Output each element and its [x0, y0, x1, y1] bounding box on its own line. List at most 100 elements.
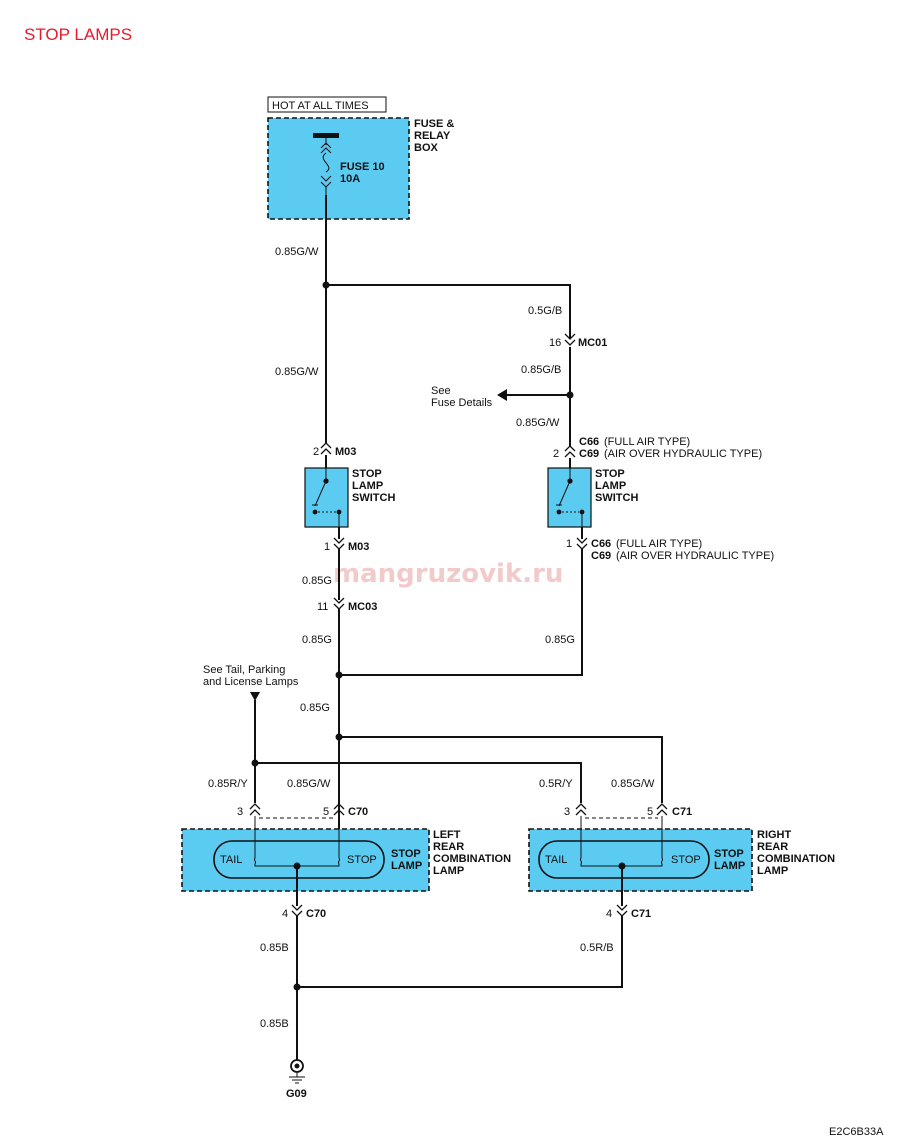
wire-label-w4: 0.85G/B	[521, 364, 561, 376]
left-stop-lamp-2: LAMP	[391, 860, 422, 872]
wire-label-w2: 0.85G/W	[275, 366, 319, 378]
fuse-box-name-3: BOX	[414, 142, 439, 154]
wire-label-w16: 0.85B	[260, 1018, 289, 1030]
left-lamp-bulb	[213, 840, 385, 879]
wire-stop-right	[339, 736, 663, 803]
wire-label-w9: 0.85G	[300, 702, 330, 714]
right-lamp-name-4: LAMP	[757, 865, 788, 877]
splice-top	[322, 281, 330, 289]
mc03-pin: 11	[317, 601, 328, 613]
left-lamp-name-2: REAR	[433, 841, 464, 853]
left-lamp-stop: STOP	[347, 854, 377, 866]
c71-pin-a: 3	[564, 806, 570, 818]
right-stop-lamp-2: LAMP	[714, 860, 745, 872]
wire-branch-right	[326, 284, 571, 338]
connector-c71-bottom	[616, 904, 628, 917]
c70-top-name: C70	[348, 806, 368, 818]
c71-pin-b: 5	[647, 806, 653, 818]
splice-ground	[293, 983, 301, 991]
right-lamp-stop: STOP	[671, 854, 701, 866]
switch-right-label-2: LAMP	[595, 480, 626, 492]
connector-m03-bottom	[333, 537, 345, 550]
left-lamp-tail: TAIL	[220, 854, 242, 866]
c71-bottom-pin: 4	[606, 908, 612, 920]
switch-right-label-1: STOP	[595, 468, 625, 480]
right-lamp-name-3: COMBINATION	[757, 853, 835, 865]
left-stop-lamp-1: STOP	[391, 848, 421, 860]
fuse-rating: 10A	[340, 173, 360, 185]
watermark: mangruzovik.ru	[333, 559, 563, 589]
c69-bottom-desc: (AIR OVER HYDRAULIC TYPE)	[616, 550, 774, 562]
left-lamp-name-1: LEFT	[433, 829, 461, 841]
m03-top-pin: 2	[313, 446, 319, 458]
c69-top-name: C69	[579, 448, 599, 460]
connector-c71-pin5	[656, 803, 668, 816]
c69-bottom-name: C69	[591, 550, 611, 562]
mc01-pin: 16	[549, 337, 561, 349]
connector-c66-top	[564, 445, 576, 458]
c70-bottom-pin: 4	[282, 908, 288, 920]
switch-left-label-1: STOP	[352, 468, 382, 480]
wire-right-return	[339, 549, 583, 676]
splice-fuse-details	[566, 391, 574, 399]
ground-icon	[289, 1072, 305, 1084]
stop-lamp-switch-right	[547, 467, 592, 528]
wire-label-w5: 0.85G/W	[516, 417, 560, 429]
splice-stop	[335, 733, 343, 741]
fuse-box-name-2: RELAY	[414, 130, 451, 142]
connector-c70-bottom	[291, 904, 303, 917]
left-lamp-name-4: LAMP	[433, 865, 464, 877]
mc01-name: MC01	[578, 337, 607, 349]
wire-label-w12: 0.5R/Y	[539, 778, 573, 790]
note-tail-lamps-1: See Tail, Parking	[203, 664, 285, 676]
switch-left-label-2: LAMP	[352, 480, 383, 492]
wire-label-w10: 0.85R/Y	[208, 778, 248, 790]
power-source-box	[267, 96, 387, 113]
fuse-symbol	[320, 138, 332, 195]
c70-pin-b: 5	[323, 806, 329, 818]
c71-bottom-name: C71	[631, 908, 651, 920]
wire-label-w11: 0.85G/W	[287, 778, 331, 790]
connector-c66-bottom	[576, 537, 588, 550]
c66-bottom-pin: 1	[566, 538, 572, 550]
c66-top-name: C66	[579, 436, 599, 448]
c70-pin-a: 3	[237, 806, 243, 818]
note-fuse-details-1: See	[431, 385, 451, 397]
right-lamp-tail: TAIL	[545, 854, 567, 866]
power-source-label: HOT AT ALL TIMES	[272, 100, 369, 112]
wire-label-w1: 0.85G/W	[275, 246, 319, 258]
wire-label-w8: 0.85G	[545, 634, 575, 646]
note-tail-lamps-2: and License Lamps	[203, 676, 299, 688]
connector-c71-pin3	[575, 803, 587, 816]
m03-bottom-pin: 1	[324, 541, 330, 553]
mc03-name: MC03	[348, 601, 377, 613]
wire-label-w13: 0.85G/W	[611, 778, 655, 790]
c71-top-name: C71	[672, 806, 692, 818]
wire-right-ground	[297, 916, 623, 988]
switch-left-label-3: SWITCH	[352, 492, 395, 504]
right-stop-lamp-1: STOP	[714, 848, 744, 860]
fuse-box-name-1: FUSE &	[414, 118, 454, 130]
connector-c70-pin3	[249, 803, 261, 816]
switch-right-label-3: SWITCH	[595, 492, 638, 504]
stop-lamp-switch-left	[304, 467, 349, 528]
c66-top-pin: 2	[553, 448, 559, 460]
left-lamp-name-3: COMBINATION	[433, 853, 511, 865]
right-lamp-name-1: RIGHT	[757, 829, 792, 841]
wire-tail-right	[255, 762, 582, 803]
c66-bottom-desc: (FULL AIR TYPE)	[616, 538, 702, 550]
wire-label-w3: 0.5G/B	[528, 305, 562, 317]
m03-bottom-name: M03	[348, 541, 369, 553]
wire-label-w15: 0.5R/B	[580, 942, 614, 954]
ground-name: G09	[286, 1088, 307, 1100]
c69-top-desc: (AIR OVER HYDRAULIC TYPE)	[604, 448, 762, 460]
note-fuse-details-2: Fuse Details	[431, 397, 493, 409]
diagram-code: E2C6B33A	[829, 1126, 884, 1138]
m03-top-name: M03	[335, 446, 356, 458]
fuse-bus-bar	[313, 133, 339, 138]
arrow-fuse-details	[497, 389, 507, 401]
splice-tail	[251, 759, 259, 767]
connector-m03-top	[320, 442, 332, 455]
fuse-number: FUSE 10	[340, 161, 385, 173]
